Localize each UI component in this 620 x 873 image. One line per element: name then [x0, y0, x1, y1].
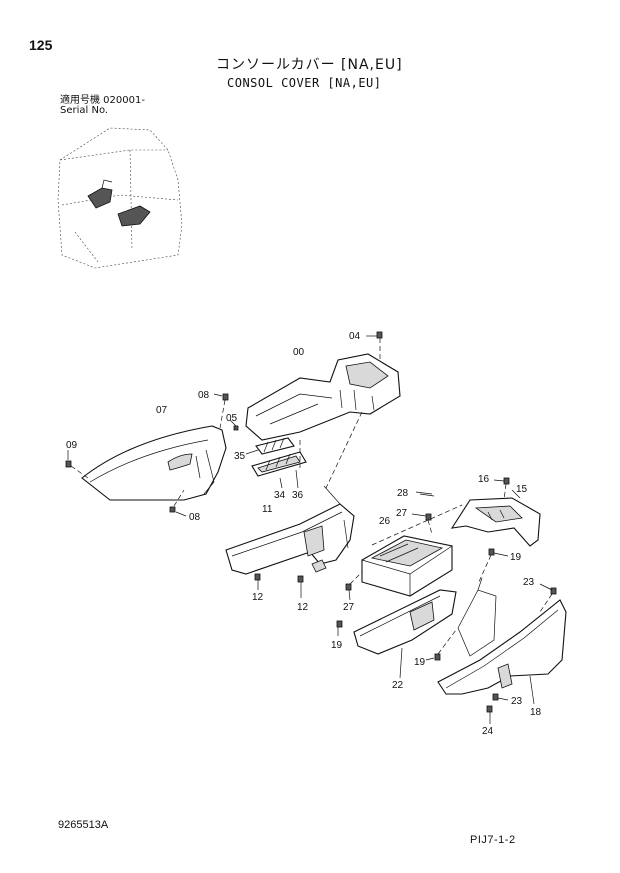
- part-07-left-cover: [81, 425, 227, 501]
- part-16-screw: [493, 477, 510, 501]
- callout-08-lower: 08: [189, 512, 201, 523]
- callout-11: 11: [262, 504, 273, 515]
- callout-12-right: 12: [297, 602, 309, 613]
- callout-28: 28: [397, 488, 409, 499]
- part-05-clip: [229, 419, 239, 431]
- part-34-switch-panel: [251, 451, 307, 489]
- callout-23-upper: 23: [523, 577, 535, 588]
- part-35-switch-set: [245, 437, 295, 455]
- callout-07: 07: [156, 405, 168, 416]
- callout-27-upper: 27: [396, 508, 408, 519]
- callout-labels: 00 04 05 07 08 08 09 11 12 12 15 16 18 1…: [66, 331, 542, 737]
- part-09-screw: [65, 450, 89, 479]
- cab-location-thumbnail: [57, 127, 183, 269]
- callout-18: 18: [530, 707, 542, 718]
- thumb-left-console: [87, 187, 113, 209]
- callout-23-lower: 23: [511, 696, 523, 707]
- page-title-japanese: コンソールカバー [NA,EU]: [216, 57, 403, 73]
- thumb-right-console: [117, 205, 151, 227]
- callout-16: 16: [478, 474, 490, 485]
- callout-22: 22: [392, 680, 404, 691]
- serial-label-japanese: 適用号機 020001-: [60, 95, 145, 106]
- callout-36: 36: [292, 490, 304, 501]
- part-27-screws: [345, 513, 433, 601]
- page-code: PIJ7-1-2: [470, 834, 516, 846]
- part-28-pin: [415, 491, 435, 497]
- callout-05: 05: [226, 413, 238, 424]
- callout-09: 09: [66, 440, 78, 451]
- part-24-screw: [486, 705, 493, 724]
- document-code: 9265513A: [58, 819, 109, 831]
- assembly-alignment-lines: [299, 411, 463, 546]
- part-04-screw: [366, 331, 383, 360]
- part-19-screws: [336, 548, 509, 661]
- part-22-lower-front-cover: [353, 589, 457, 679]
- part-08-screws: [169, 393, 229, 517]
- callout-34: 34: [274, 490, 286, 501]
- page-title-english: CONSOL COVER [NA,EU]: [227, 76, 382, 90]
- callout-27-lower: 27: [343, 602, 355, 613]
- part-26-armrest-box: [361, 535, 453, 597]
- callout-26: 26: [379, 516, 391, 527]
- callout-19-left: 19: [331, 640, 343, 651]
- callout-24: 24: [482, 726, 494, 737]
- callout-00: 00: [293, 347, 305, 358]
- callout-15: 15: [516, 484, 528, 495]
- callout-19-lower: 19: [414, 657, 426, 668]
- part-18-right-side-cover: [437, 577, 567, 705]
- callout-12-left: 12: [252, 592, 264, 603]
- callout-08-upper: 08: [198, 390, 210, 401]
- callout-19-upper: 19: [510, 552, 522, 563]
- callout-35: 35: [234, 451, 246, 462]
- part-12-screws: [254, 559, 327, 598]
- part-00-console-housing: [245, 353, 401, 441]
- part-15-right-switch-unit: [450, 489, 541, 547]
- callout-04: 04: [349, 331, 361, 342]
- part-23-screws: [492, 583, 557, 701]
- page-number: 125: [29, 37, 53, 53]
- serial-label-english: Serial No.: [60, 105, 109, 116]
- part-11-left-lower-cover: [225, 485, 355, 575]
